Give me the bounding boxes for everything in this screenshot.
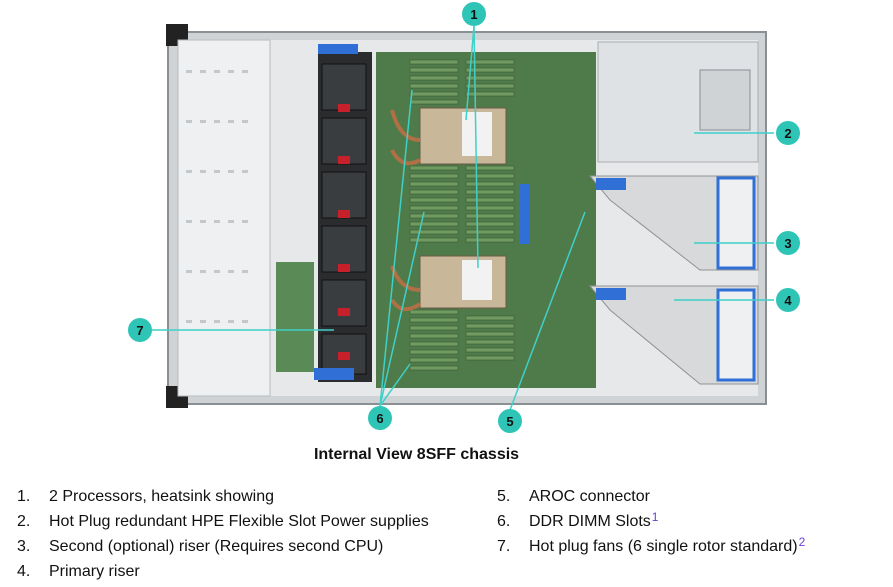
psu-module bbox=[699, 69, 751, 131]
legend-right: 5.AROC connector 6.DDR DIMM Slots1 7.Hot… bbox=[497, 486, 805, 561]
legend-item: 6.DDR DIMM Slots1 bbox=[497, 510, 659, 530]
svg-text:7: 7 bbox=[136, 323, 143, 338]
fan-modules bbox=[321, 63, 367, 375]
legend-item: 3.Second (optional) riser (Requires seco… bbox=[17, 538, 384, 555]
dimm-banks bbox=[409, 59, 515, 371]
callout-4: 4 bbox=[776, 288, 800, 312]
drive-cage-vents bbox=[186, 70, 248, 323]
heatsink-cpu1-label bbox=[462, 112, 492, 156]
svg-text:4: 4 bbox=[784, 293, 792, 308]
svg-text:6: 6 bbox=[376, 411, 383, 426]
svg-text:2: 2 bbox=[784, 126, 791, 141]
heatsink-cpu2-label bbox=[462, 260, 492, 300]
legend-item: 5.AROC connector bbox=[497, 488, 650, 505]
figure-caption: Internal View 8SFF chassis bbox=[313, 446, 520, 463]
legend-item: 4.Primary riser bbox=[17, 563, 140, 580]
primary-riser bbox=[588, 285, 759, 385]
legend-item: 1.2 Processors, heatsink showing bbox=[17, 488, 274, 505]
motherboard bbox=[376, 52, 596, 388]
svg-text:5: 5 bbox=[506, 414, 513, 429]
callout-leaders bbox=[152, 25, 774, 411]
fan-latch-top bbox=[318, 44, 358, 54]
callout-1: 1 bbox=[462, 2, 486, 26]
callout-7: 7 bbox=[128, 318, 152, 342]
secondary-riser bbox=[588, 175, 759, 271]
backplane-board bbox=[276, 262, 314, 372]
callout-6: 6 bbox=[368, 406, 392, 430]
footnote-marker[interactable]: 1 bbox=[651, 510, 659, 524]
legend-item: 2.Hot Plug redundant HPE Flexible Slot P… bbox=[17, 513, 429, 530]
svg-text:1: 1 bbox=[470, 7, 477, 22]
footnote-marker[interactable]: 2 bbox=[798, 535, 806, 549]
legend-left: 1.2 Processors, heatsink showing 2.Hot P… bbox=[17, 486, 429, 586]
secondary-riser-latch bbox=[596, 178, 626, 190]
legend-item: 7.Hot plug fans (6 single rotor standard… bbox=[497, 535, 806, 555]
secondary-riser-bracket bbox=[716, 176, 756, 270]
server-chassis-diagram: 1 2 3 4 5 6 7 bbox=[128, 2, 800, 433]
fan-latch-bottom bbox=[314, 368, 354, 380]
callout-5: 5 bbox=[498, 409, 522, 433]
callout-2: 2 bbox=[776, 121, 800, 145]
board-connector bbox=[520, 184, 530, 244]
primary-riser-latch bbox=[596, 288, 626, 300]
primary-riser-bracket bbox=[716, 288, 756, 382]
callout-3: 3 bbox=[776, 231, 800, 255]
svg-text:3: 3 bbox=[784, 236, 791, 251]
drive-cage bbox=[177, 39, 271, 397]
